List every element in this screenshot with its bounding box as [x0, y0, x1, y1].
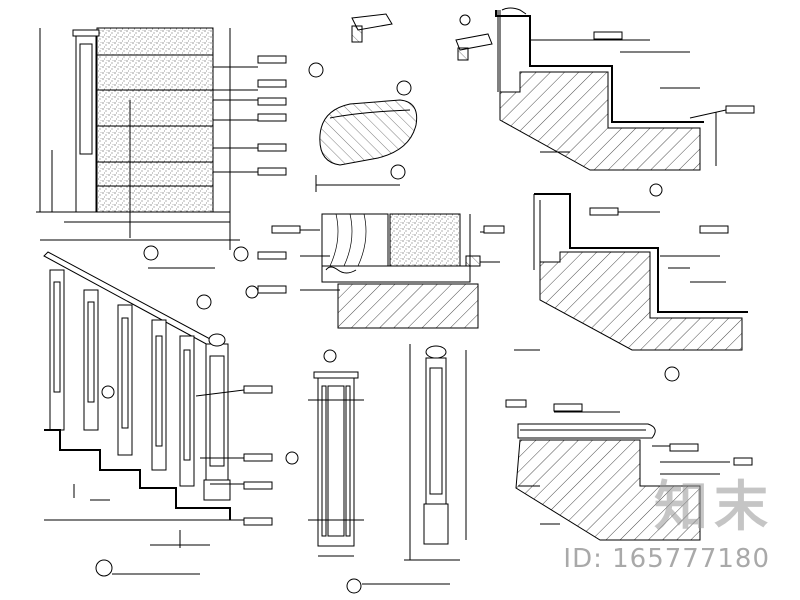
- stair-section-bottom: [505, 399, 753, 541]
- watermark-id: ID: 165777180: [563, 544, 770, 574]
- railing-elevation: [43, 251, 299, 577]
- stair-section-top: [495, 7, 755, 197]
- watermark-logo: 知末: [654, 475, 774, 538]
- step-nosing-section: [245, 213, 505, 329]
- handrail-profile: [308, 13, 493, 192]
- stair-section-mid: [514, 193, 748, 382]
- column-elevations: [308, 344, 467, 594]
- wall-elevation: [36, 27, 287, 269]
